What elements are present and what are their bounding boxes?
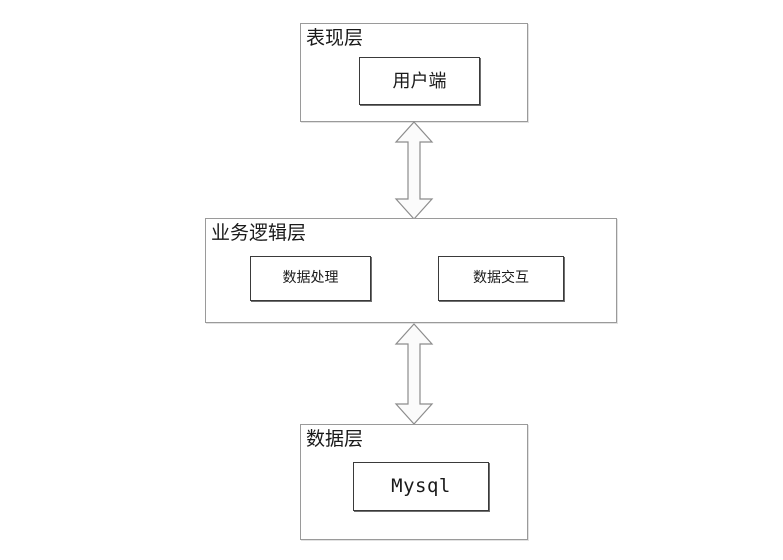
double-headed-arrow-icon: [394, 121, 434, 220]
double-headed-arrow-icon: [394, 323, 434, 425]
layer-business-logic[interactable]: 业务逻辑层 数据处理 数据交互: [205, 218, 617, 323]
node-client-label: 用户端: [392, 71, 447, 91]
node-data-interaction[interactable]: 数据交互: [438, 256, 564, 301]
connector-presentation-business-arrow[interactable]: [394, 121, 434, 220]
node-mysql-label: Mysql: [391, 475, 451, 497]
layer-presentation-title: 表现层: [306, 28, 364, 49]
node-client[interactable]: 用户端: [359, 57, 480, 105]
layer-data-title: 数据层: [306, 429, 364, 450]
layer-business-logic-title: 业务逻辑层: [211, 223, 307, 244]
layer-data[interactable]: 数据层 Mysql: [300, 424, 528, 540]
node-data-processing[interactable]: 数据处理: [250, 256, 371, 301]
connector-business-data-arrow[interactable]: [394, 323, 434, 425]
node-data-interaction-label: 数据交互: [473, 270, 529, 286]
layer-presentation[interactable]: 表现层 用户端: [300, 23, 528, 122]
node-mysql[interactable]: Mysql: [353, 462, 489, 511]
node-data-processing-label: 数据处理: [282, 270, 339, 286]
